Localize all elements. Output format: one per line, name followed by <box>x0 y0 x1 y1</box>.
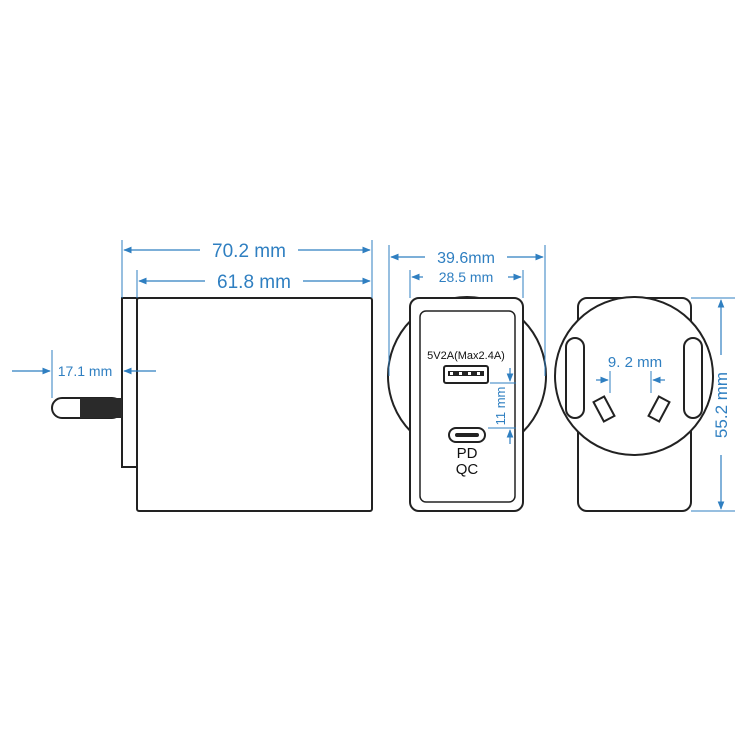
pin-spacing-label: 9. 2 mm <box>608 354 662 371</box>
front-view: 5V2A(Max2.4A) PD QC <box>387 296 547 512</box>
pin-length-label: 17.1 mm <box>58 363 112 379</box>
back-left-slot <box>565 337 585 419</box>
back-round-plate <box>554 296 714 456</box>
dim-front-inner-width: 28.5 mm <box>409 269 524 298</box>
side-faceplate <box>121 297 138 468</box>
usb-c-port <box>448 427 486 443</box>
front-panel <box>419 310 516 503</box>
back-left-pin <box>592 395 616 423</box>
overall-length-label: 70.2 mm <box>212 241 286 262</box>
usb-c-label-qc: QC <box>456 461 479 478</box>
front-width-label: 39.6mm <box>437 250 495 267</box>
front-inner-width-label: 28.5 mm <box>439 269 493 285</box>
side-body <box>136 297 373 512</box>
dim-body-length: 61.8 mm <box>136 270 371 298</box>
back-view <box>554 296 714 512</box>
dim-pin-spacing: 9. 2 mm <box>596 354 665 393</box>
side-pin <box>51 397 123 419</box>
back-right-slot <box>683 337 703 419</box>
usb-a-label: 5V2A(Max2.4A) <box>427 350 505 362</box>
dim-overall-length: 70.2 mm <box>121 240 373 298</box>
dim-pin-length: 17.1 mm <box>12 350 156 398</box>
usb-a-port <box>443 365 489 384</box>
dim-height: 55.2 mm <box>691 297 735 512</box>
dim-port-spacing: 11 mm <box>488 368 516 444</box>
body-length-label: 61.8 mm <box>217 272 291 293</box>
dim-front-width: 39.6mm <box>388 245 546 376</box>
side-view <box>51 297 373 512</box>
port-spacing-label: 11 mm <box>493 387 508 426</box>
back-right-pin <box>647 395 671 423</box>
usb-c-label-pd: PD <box>457 445 478 462</box>
height-label: 55.2 mm <box>712 372 731 438</box>
